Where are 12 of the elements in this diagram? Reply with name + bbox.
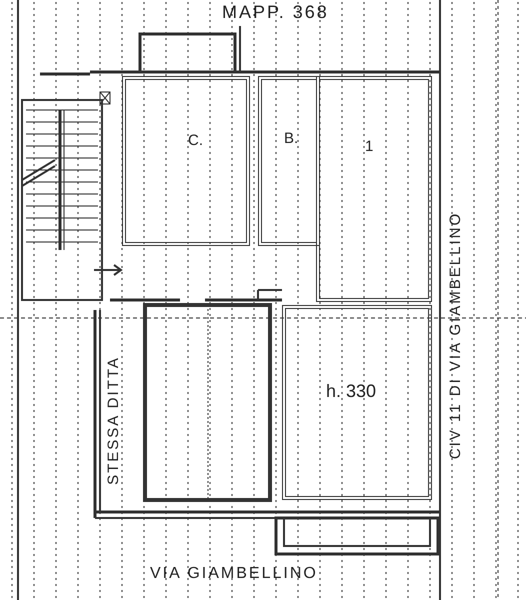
street-number-label: CIV 11 DI VIA GIAMBELLINO <box>446 211 464 459</box>
room-outline <box>282 305 432 500</box>
room-label: B. <box>284 130 298 147</box>
room-outline <box>258 76 320 246</box>
room-label: C. <box>188 132 203 149</box>
neighbour-label: STESSA DITTA <box>104 356 122 484</box>
room-outline <box>122 76 250 246</box>
room-number: 1 <box>365 138 374 155</box>
ceiling-height-label: h. 330 <box>326 381 376 402</box>
room-outline <box>316 76 432 302</box>
parcel-label: MAPP. 368 <box>222 2 329 23</box>
street-name-label: VIA GIAMBELLINO <box>150 565 318 583</box>
